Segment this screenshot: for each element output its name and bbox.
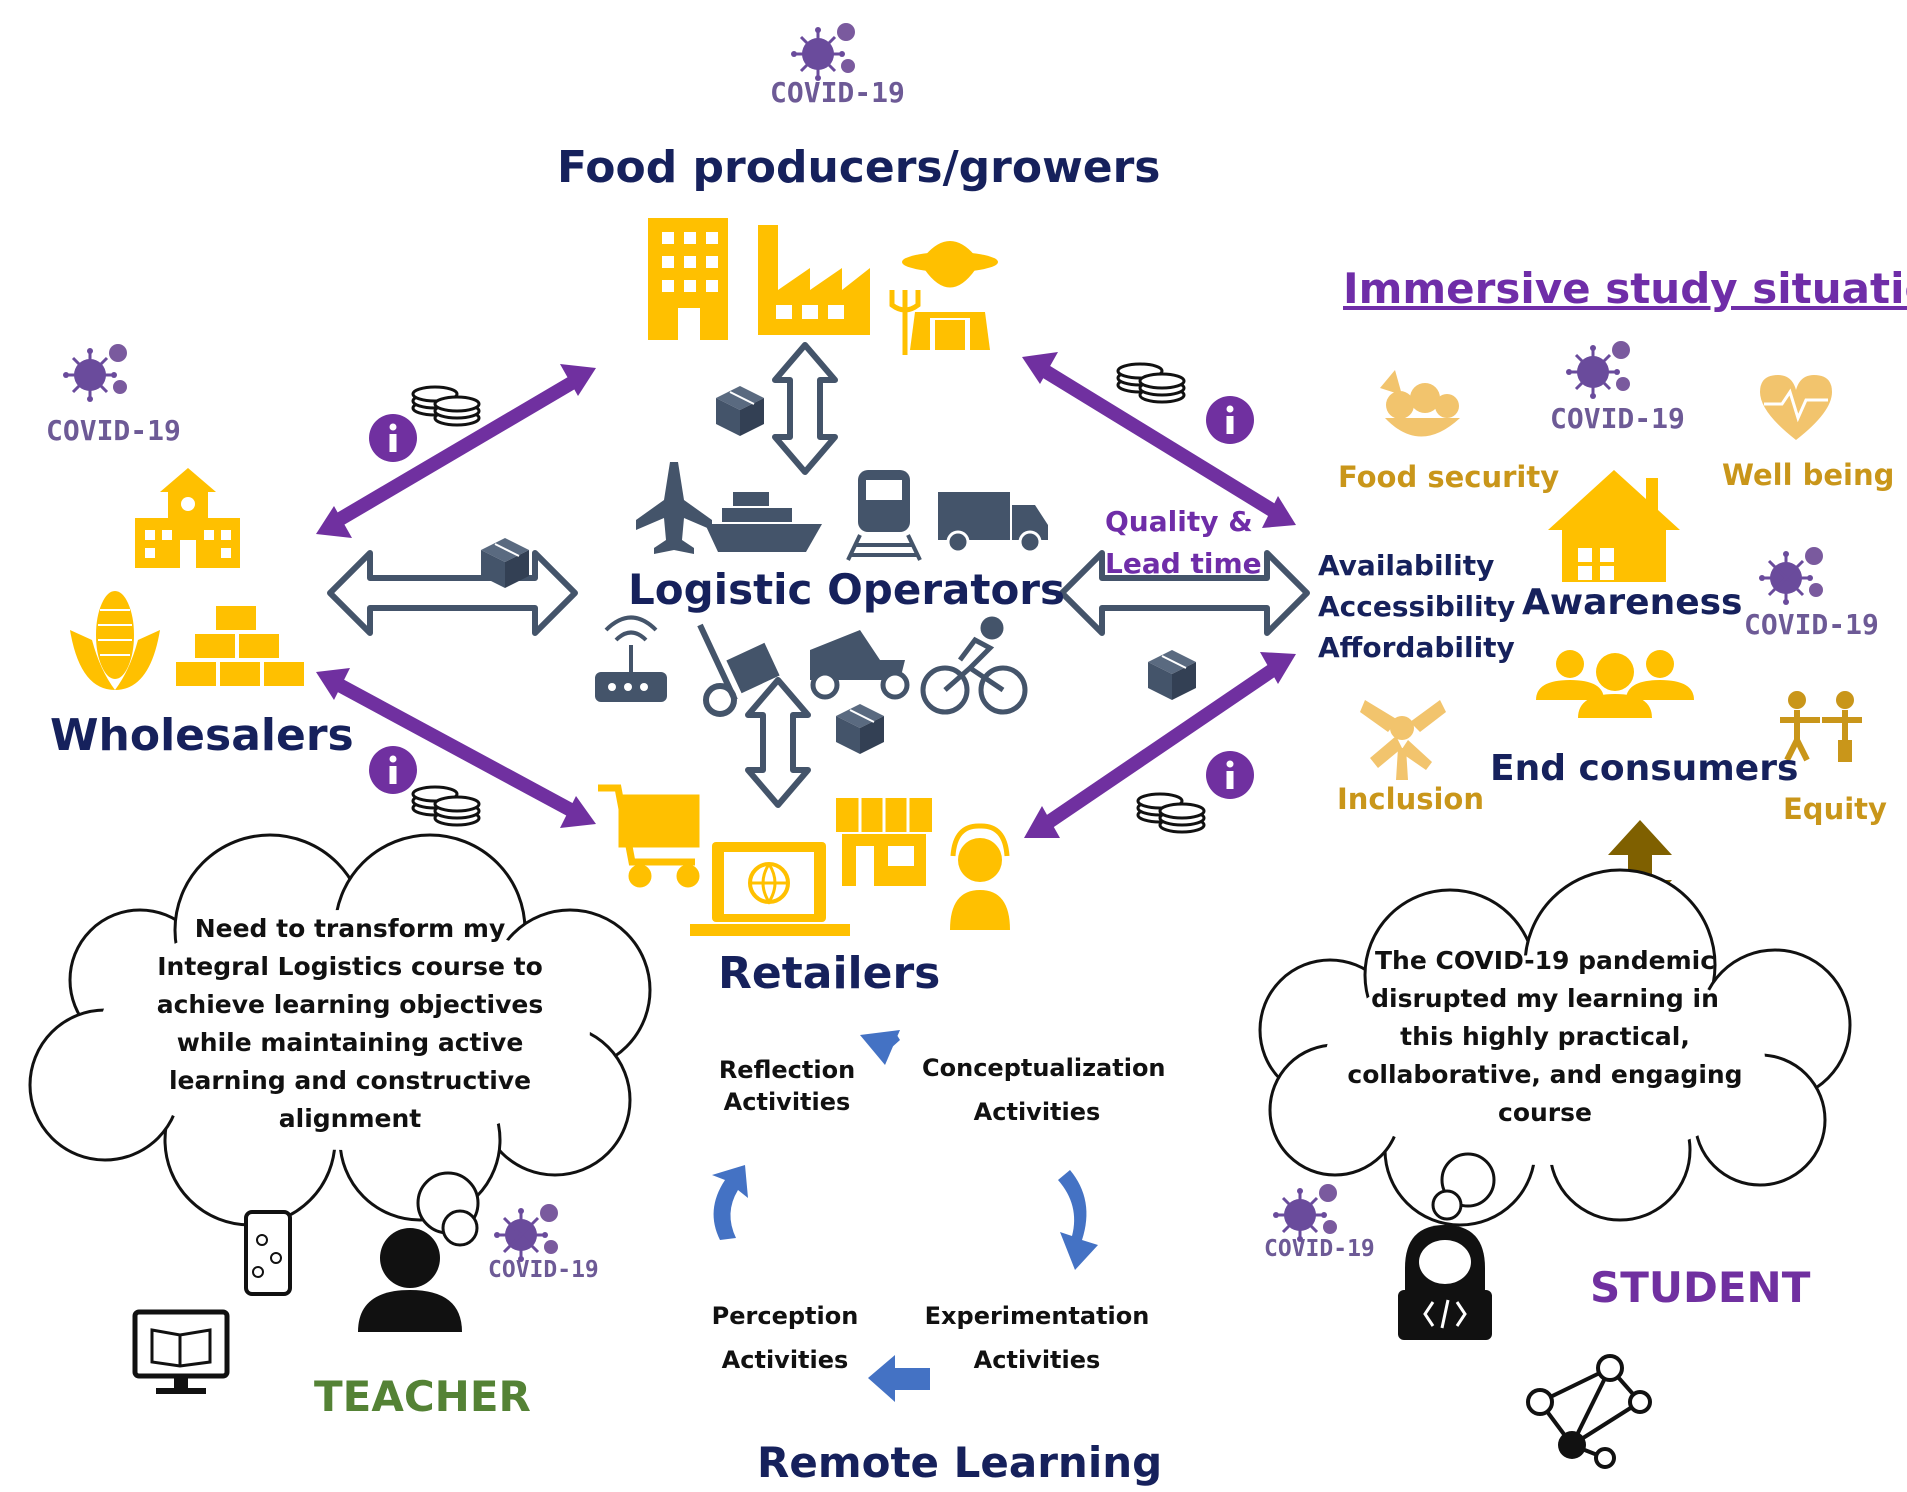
info-icon [369, 746, 417, 794]
house-icon [1548, 470, 1680, 582]
hand-truck-icon [697, 623, 780, 717]
storefront-icon [836, 798, 932, 886]
virus-icon [789, 21, 857, 83]
covid-label: COVID-19 [1550, 402, 1685, 435]
cyclist-icon [920, 616, 1028, 715]
support-agent-icon [950, 823, 1010, 930]
heart-pulse-icon [1760, 375, 1832, 440]
package-icon [715, 385, 765, 437]
goods-flow-arrows [327, 342, 1310, 808]
inclusion-label: Inclusion [1337, 782, 1484, 816]
airplane-icon [636, 462, 712, 554]
accessibility-label: Accessibility [1318, 590, 1516, 623]
well-being-label: Well being [1722, 458, 1895, 492]
gold-bars-icon [174, 604, 306, 688]
smartphone-network-icon [244, 1210, 292, 1296]
food-security-label: Food security [1338, 460, 1560, 494]
corn-icon [70, 589, 160, 690]
virus-icon [1564, 339, 1632, 401]
farmer-icon [889, 241, 998, 355]
covid-label: COVID-19 [1744, 608, 1879, 641]
info-icon [369, 414, 417, 462]
virus-icon [1271, 1182, 1339, 1244]
truck-icon [938, 492, 1048, 554]
affordability-label: Affordability [1318, 631, 1515, 664]
lead-time-label: Lead time [1105, 547, 1262, 580]
network-graph-icon [1526, 1354, 1652, 1469]
retailers-label: Retailers [718, 948, 941, 999]
factory-icon [758, 225, 870, 335]
monitor-book-icon [132, 1309, 230, 1394]
wholesalers-label: Wholesalers [50, 710, 354, 761]
train-icon [846, 470, 922, 561]
router-icon [595, 615, 667, 702]
teacher-role-label: TEACHER [314, 1372, 531, 1421]
coins-icon [413, 787, 479, 825]
package-icon [1147, 649, 1197, 701]
student-avatar [1398, 1225, 1492, 1340]
covid-label: COVID-19 [1264, 1236, 1375, 1262]
remote-learning-label: Remote Learning [757, 1438, 1163, 1487]
end-consumers-label: End consumers [1490, 748, 1799, 789]
student-role-label: STUDENT [1590, 1263, 1811, 1312]
coins-icon [413, 387, 479, 425]
covid-label: COVID-19 [488, 1257, 599, 1283]
people-group-icon [1536, 650, 1694, 718]
coins-icon [1118, 364, 1184, 402]
coins-icon [1138, 794, 1204, 832]
student-thought-cloud [1258, 868, 1852, 1227]
virus-icon [492, 1202, 560, 1264]
learning-cycle-arrows [712, 1030, 1098, 1402]
covid-label: COVID-19 [46, 414, 181, 447]
school-building-icon [135, 468, 240, 568]
info-money-arrows [316, 352, 1296, 838]
awareness-label: Awareness [1522, 582, 1743, 623]
teacher-thought-cloud [28, 833, 652, 1247]
package-icon [835, 703, 885, 755]
logistic-operators-label: Logistic Operators [628, 565, 1066, 614]
virus-icon [1757, 545, 1825, 607]
immersive-title: Immersive study situation [1343, 264, 1907, 313]
equity-figures-icon [1780, 691, 1862, 762]
shopping-cart-icon [598, 784, 700, 888]
producers-label: Food producers/growers [557, 142, 1161, 193]
virus-icon [61, 342, 129, 404]
inclusion-hands-icon [1360, 700, 1446, 780]
availability-label: Availability [1318, 549, 1495, 582]
office-building-icon [648, 218, 728, 340]
info-icon [1206, 396, 1254, 444]
info-icon [1206, 751, 1254, 799]
covid-label: COVID-19 [770, 76, 905, 109]
laptop-globe-icon [690, 842, 850, 936]
scooter-icon [810, 630, 910, 700]
ship-icon [705, 492, 822, 552]
food-bowl-icon [1380, 370, 1460, 437]
quality-label: Quality & [1105, 505, 1253, 538]
teacher-avatar [358, 1228, 462, 1332]
equity-label: Equity [1783, 792, 1887, 826]
